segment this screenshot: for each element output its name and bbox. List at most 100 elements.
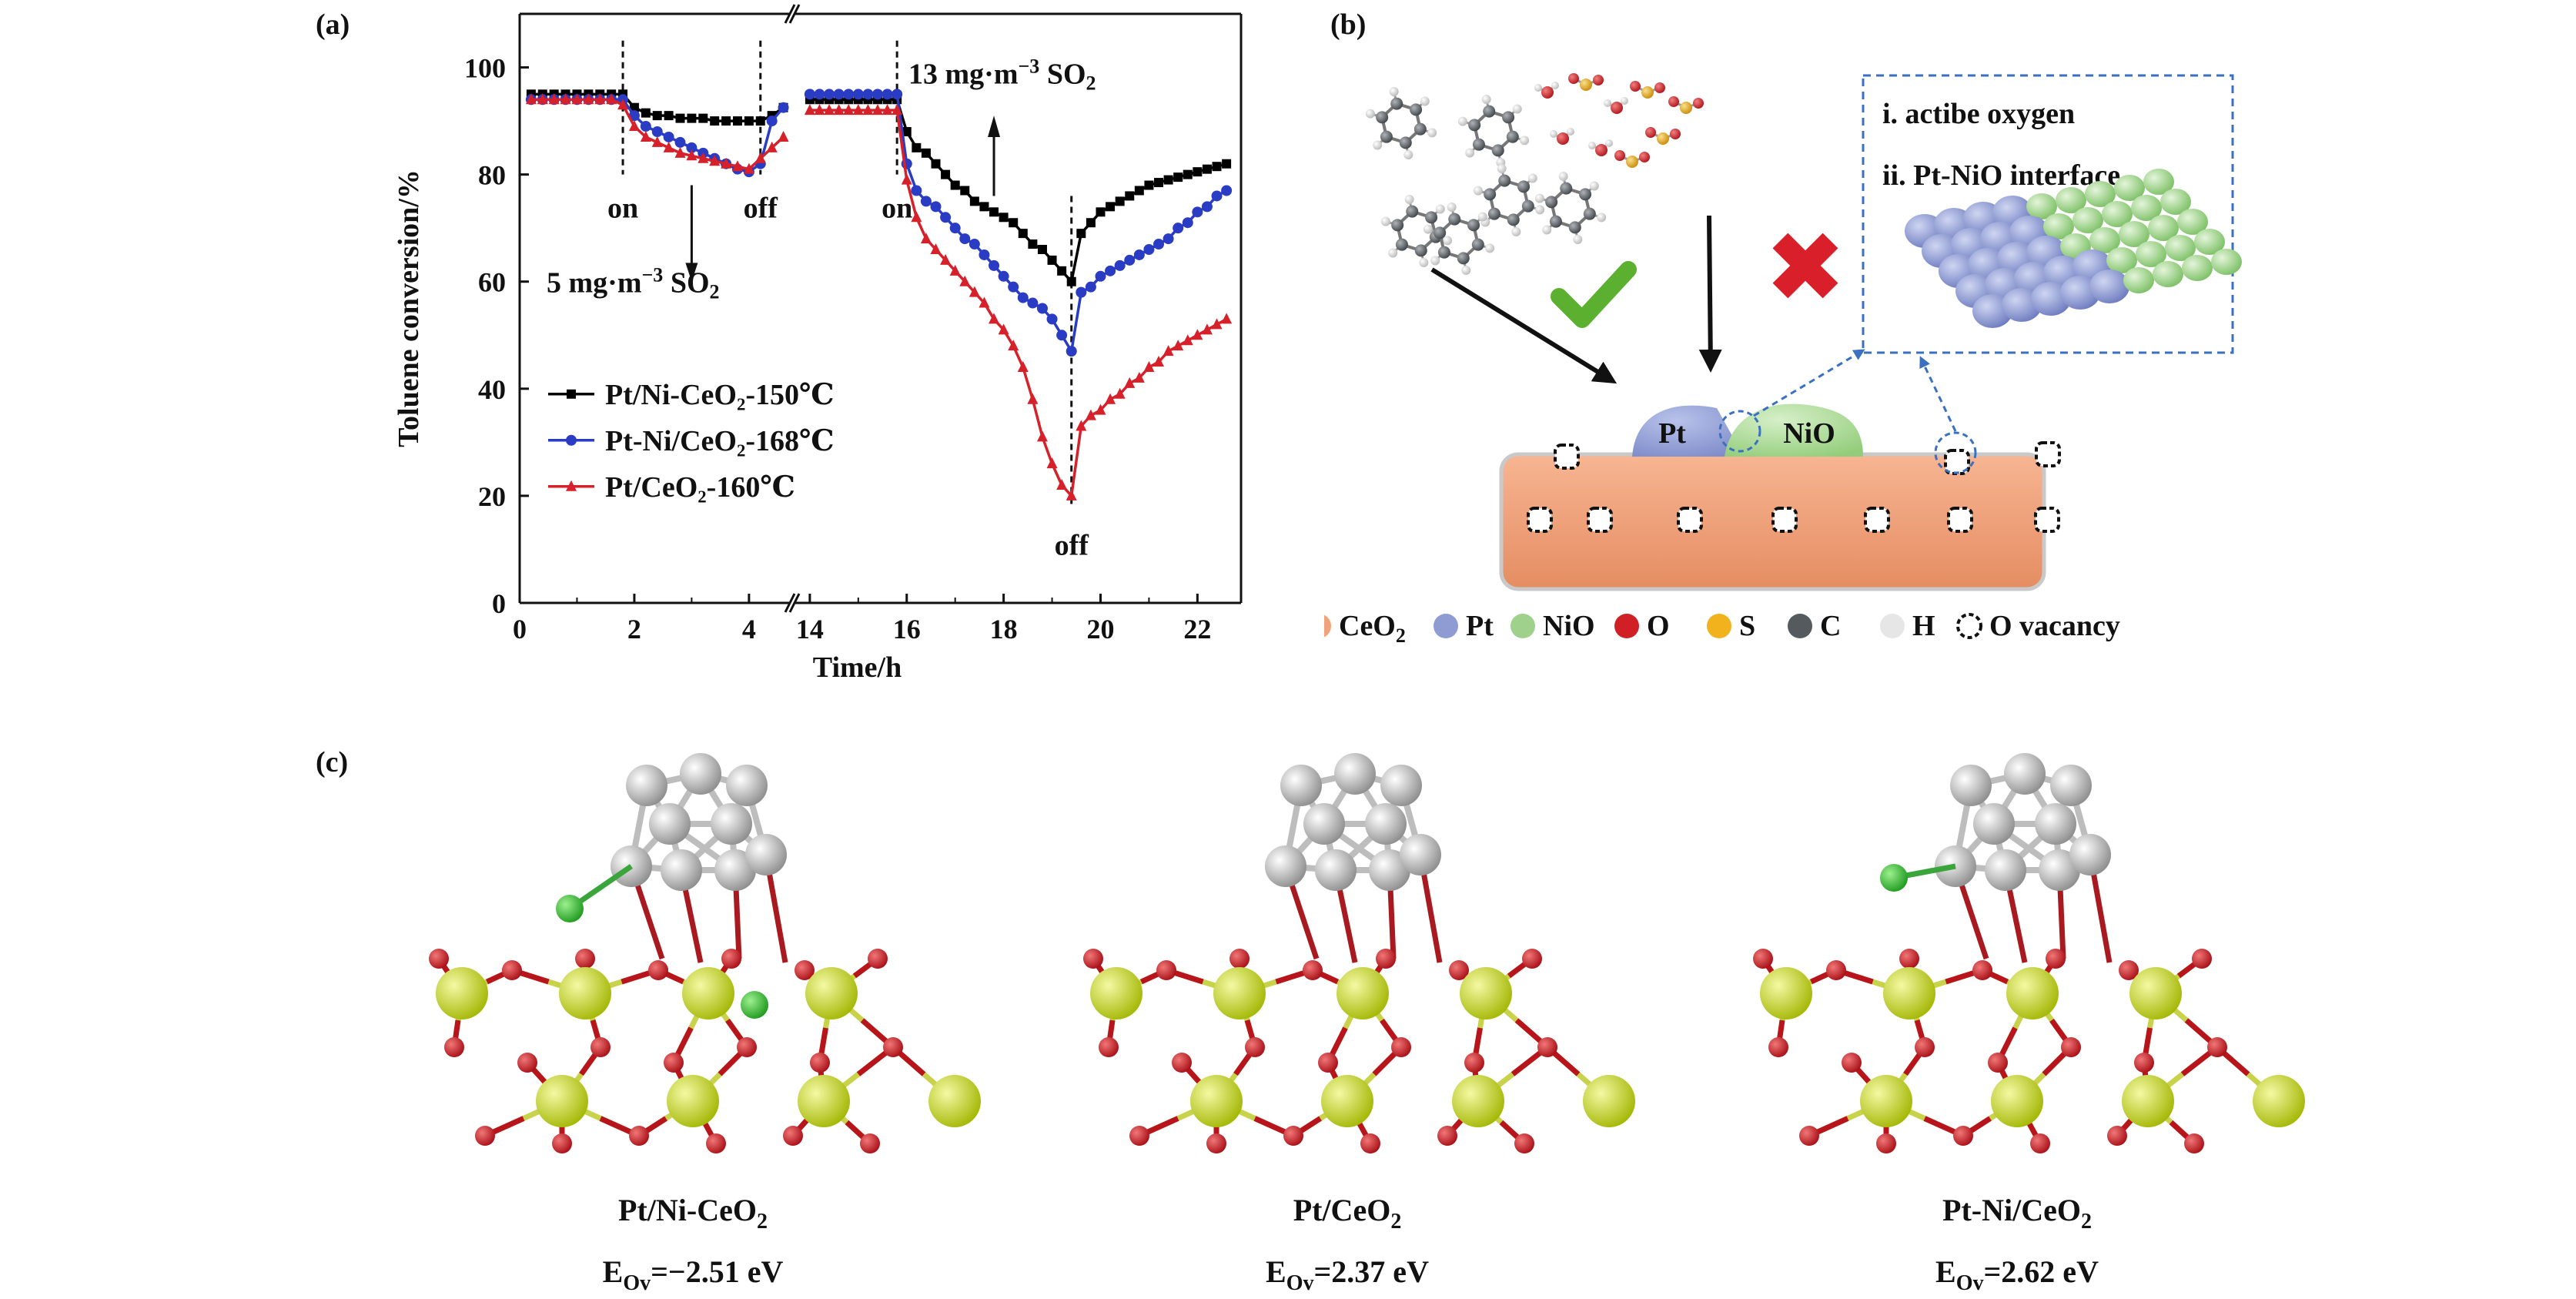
data-point: [979, 249, 990, 260]
data-point: [959, 275, 971, 286]
nio-particle: [1725, 403, 1863, 457]
cerium-atom: [436, 967, 488, 1019]
event-label: on: [607, 192, 638, 224]
legend-label: Pt: [1466, 610, 1494, 642]
data-point: [804, 104, 815, 116]
info-line-1: i. actibe oxygen: [1882, 98, 2075, 130]
data-point: [862, 89, 874, 100]
vacancy-circle: [1934, 431, 1977, 474]
platinum-atom: [714, 849, 756, 891]
oxygen-atom: [1449, 960, 1469, 980]
data-point: [1211, 190, 1223, 202]
data-point: [560, 93, 571, 105]
so2-high-arrowhead: [988, 116, 1001, 137]
data-point: [1133, 249, 1145, 260]
data-point: [663, 141, 674, 152]
legend-label: Pt-Ni/CeO₂-168℃: [605, 425, 835, 457]
data-point: [743, 162, 754, 174]
toluene-molecules: [1365, 87, 1607, 275]
data-point: [892, 104, 903, 116]
platinum-atom: [745, 834, 787, 875]
data-point: [999, 213, 1009, 223]
series-line: [809, 109, 1227, 499]
y-tick-label: 100: [464, 53, 506, 84]
vacancy-energy: EOv=−2.51 eV: [603, 1254, 784, 1295]
platinum-atom: [1334, 753, 1376, 795]
data-point: [1114, 387, 1126, 399]
legend-item: Pt: [1434, 610, 1494, 642]
vacancy-marker: [1944, 449, 1970, 475]
legend-label: Pt/Ni-CeO₂-150℃: [605, 379, 835, 411]
cerium-atom: [1337, 967, 1389, 1019]
platinum-atom: [1985, 849, 2026, 891]
data-point: [1193, 167, 1203, 177]
data-point: [1173, 340, 1184, 351]
data-point: [882, 104, 893, 116]
series-line: [809, 98, 1227, 285]
data-point: [1163, 345, 1174, 357]
so2-arrow: [1698, 215, 1722, 373]
so2-molecules: [1534, 73, 1704, 168]
oxygen-atom: [664, 1053, 684, 1073]
oxygen-atom: [1245, 1037, 1265, 1057]
platinum-atom: [1280, 765, 1322, 806]
structure-name: Pt-Ni/CeO2: [1942, 1193, 2092, 1234]
x-tick-label: 16: [893, 614, 921, 644]
cerium-atom: [928, 1075, 981, 1127]
oxygen-atom: [1826, 960, 1846, 980]
oxygen-atom: [552, 1133, 572, 1153]
data-point: [852, 89, 864, 100]
data-point: [998, 323, 1009, 335]
x-tick-label: 20: [1086, 614, 1114, 644]
vacancy-marker: [1864, 507, 1890, 533]
data-point: [1163, 175, 1173, 185]
data-point: [640, 121, 651, 132]
structure-name: Pt/CeO2: [1293, 1193, 1402, 1234]
data-point: [1086, 218, 1096, 228]
data-point: [571, 93, 583, 105]
data-point: [1183, 169, 1193, 179]
data-point: [1046, 313, 1058, 325]
legend-item: NiO: [1510, 610, 1595, 642]
data-point: [664, 111, 674, 121]
oxygen-vacancies: [1527, 441, 2061, 533]
oxygen-atom: [429, 949, 449, 969]
data-point: [744, 116, 754, 126]
data-point: [852, 104, 864, 116]
legend-label: NiO: [1543, 610, 1595, 642]
check-icon: [1551, 261, 1637, 328]
data-point: [871, 89, 883, 100]
data-point: [1066, 346, 1077, 357]
oxygen-atom: [1206, 1133, 1226, 1153]
data-point: [1076, 420, 1087, 431]
platinum-atom: [711, 803, 752, 845]
data-point: [921, 148, 931, 158]
data-point: [710, 116, 720, 126]
data-point: [843, 104, 855, 116]
nickel-atom: [556, 895, 584, 922]
oxygen-atom: [883, 1037, 903, 1057]
data-point: [766, 116, 778, 127]
data-point: [843, 89, 855, 100]
pt-particle: [1632, 405, 1744, 457]
event-label: off: [744, 192, 779, 224]
legend-marker: [566, 480, 577, 491]
legend-swatch: [1707, 614, 1731, 638]
x-tick-label: 22: [1183, 614, 1211, 644]
data-point: [1212, 162, 1222, 172]
data-point: [1182, 217, 1193, 229]
data-point: [1182, 334, 1193, 346]
vacancy-marker: [1771, 507, 1798, 533]
oxygen-atom: [1522, 949, 1542, 969]
legend-item: O: [1614, 610, 1670, 642]
data-point: [1202, 164, 1212, 174]
data-point: [1105, 393, 1116, 404]
oxygen-atom: [1514, 1133, 1534, 1153]
water-molecule: [1534, 82, 1559, 99]
cerium-atom: [1460, 967, 1512, 1019]
cerium-atom: [1760, 967, 1812, 1019]
data-point: [814, 104, 825, 116]
data-point: [1134, 186, 1144, 196]
reaction-schematic: i. actibe oxygen ii. Pt-NiO interface Pt…: [1324, 73, 2242, 647]
